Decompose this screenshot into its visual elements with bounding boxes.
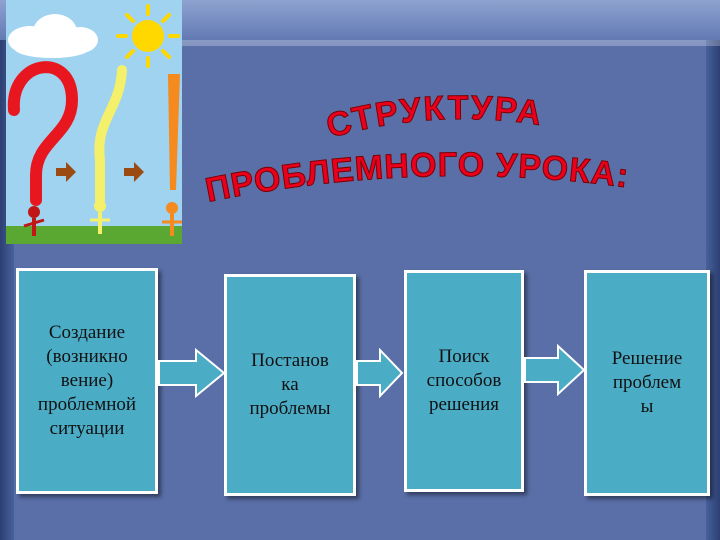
sun-icon [116, 4, 180, 68]
arrow-right-icon [158, 348, 226, 398]
step-box-problem-statement: Постанов ка проблемы [224, 274, 356, 496]
title-line-1: СТРУКТУРА [322, 90, 545, 146]
step-box-search-solutions: Поиск способов решения [404, 270, 524, 492]
small-arrow-icon [124, 162, 144, 182]
step-label: Постанов ка проблемы [249, 350, 331, 419]
arrow-right-icon [356, 348, 404, 398]
arrow-right-icon [524, 344, 586, 396]
small-arrow-icon [56, 162, 76, 182]
step-box-create-situation: Создание (возникно вение) проблемной сит… [16, 268, 158, 494]
cloud-icon [8, 14, 98, 58]
person-icon [23, 206, 45, 236]
person-icon [90, 200, 110, 234]
background-streak [180, 40, 720, 46]
step-label: Решение проблем ы [611, 348, 683, 417]
step-box-problem-solution: Решение проблем ы [584, 270, 710, 496]
title-line-2: ПРОБЛЕМНОГО УРОКА: [202, 146, 631, 210]
problem-lesson-illustration [0, 0, 190, 250]
question-mark-icon [7, 61, 79, 206]
step-label: Создание (возникно вение) проблемной сит… [37, 322, 137, 439]
exclamation-mark-icon [168, 74, 180, 190]
grass-ground [6, 226, 182, 244]
wavy-line-icon [94, 65, 127, 205]
slide-title: СТРУКТУРА ПРОБЛЕМНОГО УРОКА: [200, 90, 720, 220]
person-icon [162, 202, 182, 236]
step-label: Поиск способов решения [426, 346, 502, 415]
